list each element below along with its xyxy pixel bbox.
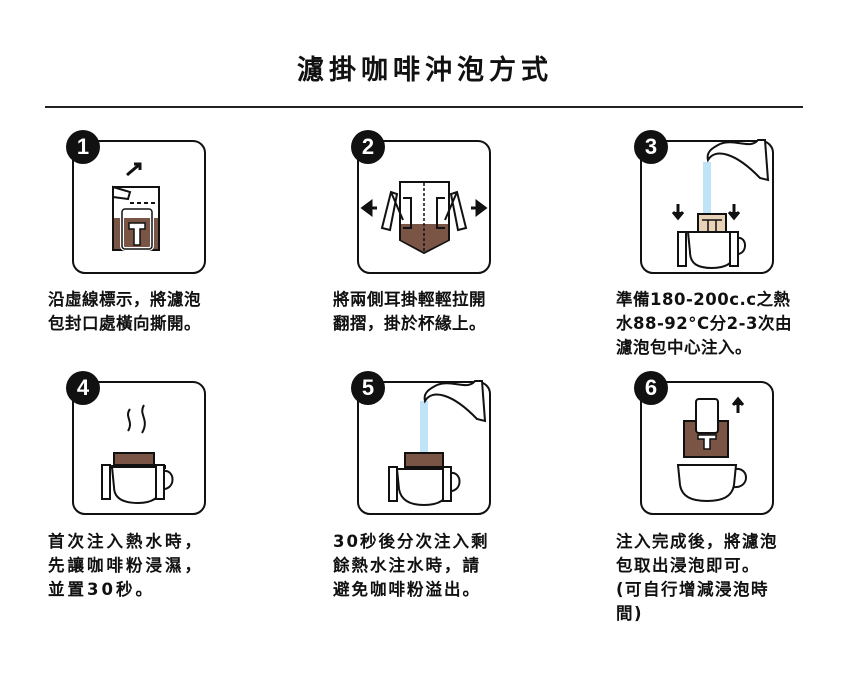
pour-remaining-water-icon [357, 380, 491, 515]
step-3-text: 準備180-200c.c之熱 水88-92°C分2-3次由 濾泡包中心注入。 [616, 290, 792, 357]
step-5-illustration: 5 [351, 371, 491, 515]
remove-filter-icon [640, 381, 774, 515]
step-6-illustration: 6 [634, 371, 774, 515]
step-3-illustration: 3 [634, 130, 774, 274]
step-1-illustration: 1 [66, 130, 206, 274]
step-6-text: 注入完成後，將濾泡 包取出浸泡即可。 (可自行增減浸泡時 間) [616, 532, 778, 623]
step-number-badge: 1 [66, 130, 100, 164]
pour-water-icon [640, 139, 774, 274]
step-5-text: 30秒後分次注入剩 餘熱水注水時，請 避免咖啡粉溢出。 [333, 532, 490, 599]
step-number-badge: 5 [351, 371, 385, 405]
step-number-badge: 6 [634, 371, 668, 405]
title-divider [45, 106, 803, 108]
step-number-badge: 2 [351, 130, 385, 164]
unfold-ears-icon [357, 140, 491, 274]
step-number-badge: 3 [634, 130, 668, 164]
step-2-illustration: 2 [351, 130, 491, 274]
step-number-badge: 4 [66, 371, 100, 405]
step-4-illustration: 4 [66, 371, 206, 515]
page-title: 濾掛咖啡沖泡方式 [297, 55, 553, 86]
tear-open-bag-icon [72, 140, 206, 274]
step-2-text: 將兩側耳掛輕輕拉開 翻摺，掛於杯緣上。 [333, 290, 486, 333]
step-1-text: 沿虛線標示，將濾泡 包封口處橫向撕開。 [48, 290, 201, 333]
step-4-text: 首次注入熱水時， 先讓咖啡粉浸濕， 並置30秒。 [48, 532, 204, 599]
steeping-steam-icon [72, 381, 206, 515]
